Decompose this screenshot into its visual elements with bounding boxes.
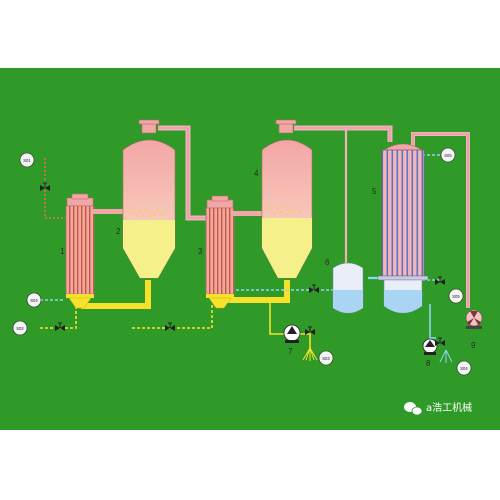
label-condenser-5: 5 [372, 187, 377, 196]
vacuum-pump-icon [467, 311, 481, 326]
evaporator-process-diagram: 1 2 3 4 5 6 7 8 9 S01 S04 S02 S03 S05 S0… [0, 68, 500, 430]
stream-tag: S04 [456, 360, 472, 376]
label-pump-7: 7 [288, 347, 293, 356]
label-separator-4: 4 [254, 169, 259, 178]
label-separator-2: 2 [116, 227, 121, 236]
stream-tag: S03 [318, 350, 334, 366]
svg-text:S02: S02 [16, 326, 24, 331]
svg-text:S04: S04 [460, 366, 468, 371]
pump-icon [287, 326, 297, 334]
stream-tag: S05 [440, 147, 456, 163]
stream-tag: S04 [26, 292, 42, 308]
stream-tag: S02 [12, 320, 28, 336]
stream-tag: S05 [448, 288, 464, 304]
feed-inlet-line [40, 304, 77, 329]
pump-8 [422, 338, 438, 355]
evaporator-1 [65, 193, 123, 309]
condensate-line-8 [429, 304, 436, 339]
svg-text:S05: S05 [444, 153, 452, 158]
pump-icon [425, 340, 435, 347]
vacuum-pump-9 [465, 309, 483, 329]
spray-icon [302, 347, 318, 361]
svg-text:S01: S01 [23, 158, 31, 163]
stream-tag: S01 [19, 152, 35, 168]
label-vacuum-pump-9: 9 [471, 341, 476, 350]
spray-icon [439, 349, 453, 363]
svg-text:S03: S03 [322, 356, 330, 361]
wechat-icon [404, 402, 423, 416]
separator-4 [261, 119, 313, 279]
label-receiver-6: 6 [325, 258, 330, 267]
steam-feed-line [44, 158, 68, 219]
evaporator-3 [205, 195, 263, 309]
svg-text:S05: S05 [452, 294, 460, 299]
separator-2 [122, 119, 176, 279]
transfer-line-1-3 [132, 304, 213, 329]
watermark: a浩工机械 [404, 401, 472, 416]
pump-7 [283, 324, 301, 343]
product-line-7 [269, 300, 288, 335]
watermark-text: a浩工机械 [426, 401, 472, 414]
condenser-5 [377, 143, 429, 314]
label-pump-8: 8 [426, 359, 431, 368]
label-evaporator-3: 3 [198, 247, 203, 256]
label-evaporator-1: 1 [60, 247, 65, 256]
receiver-6 [332, 262, 364, 314]
svg-text:S04: S04 [30, 298, 38, 303]
